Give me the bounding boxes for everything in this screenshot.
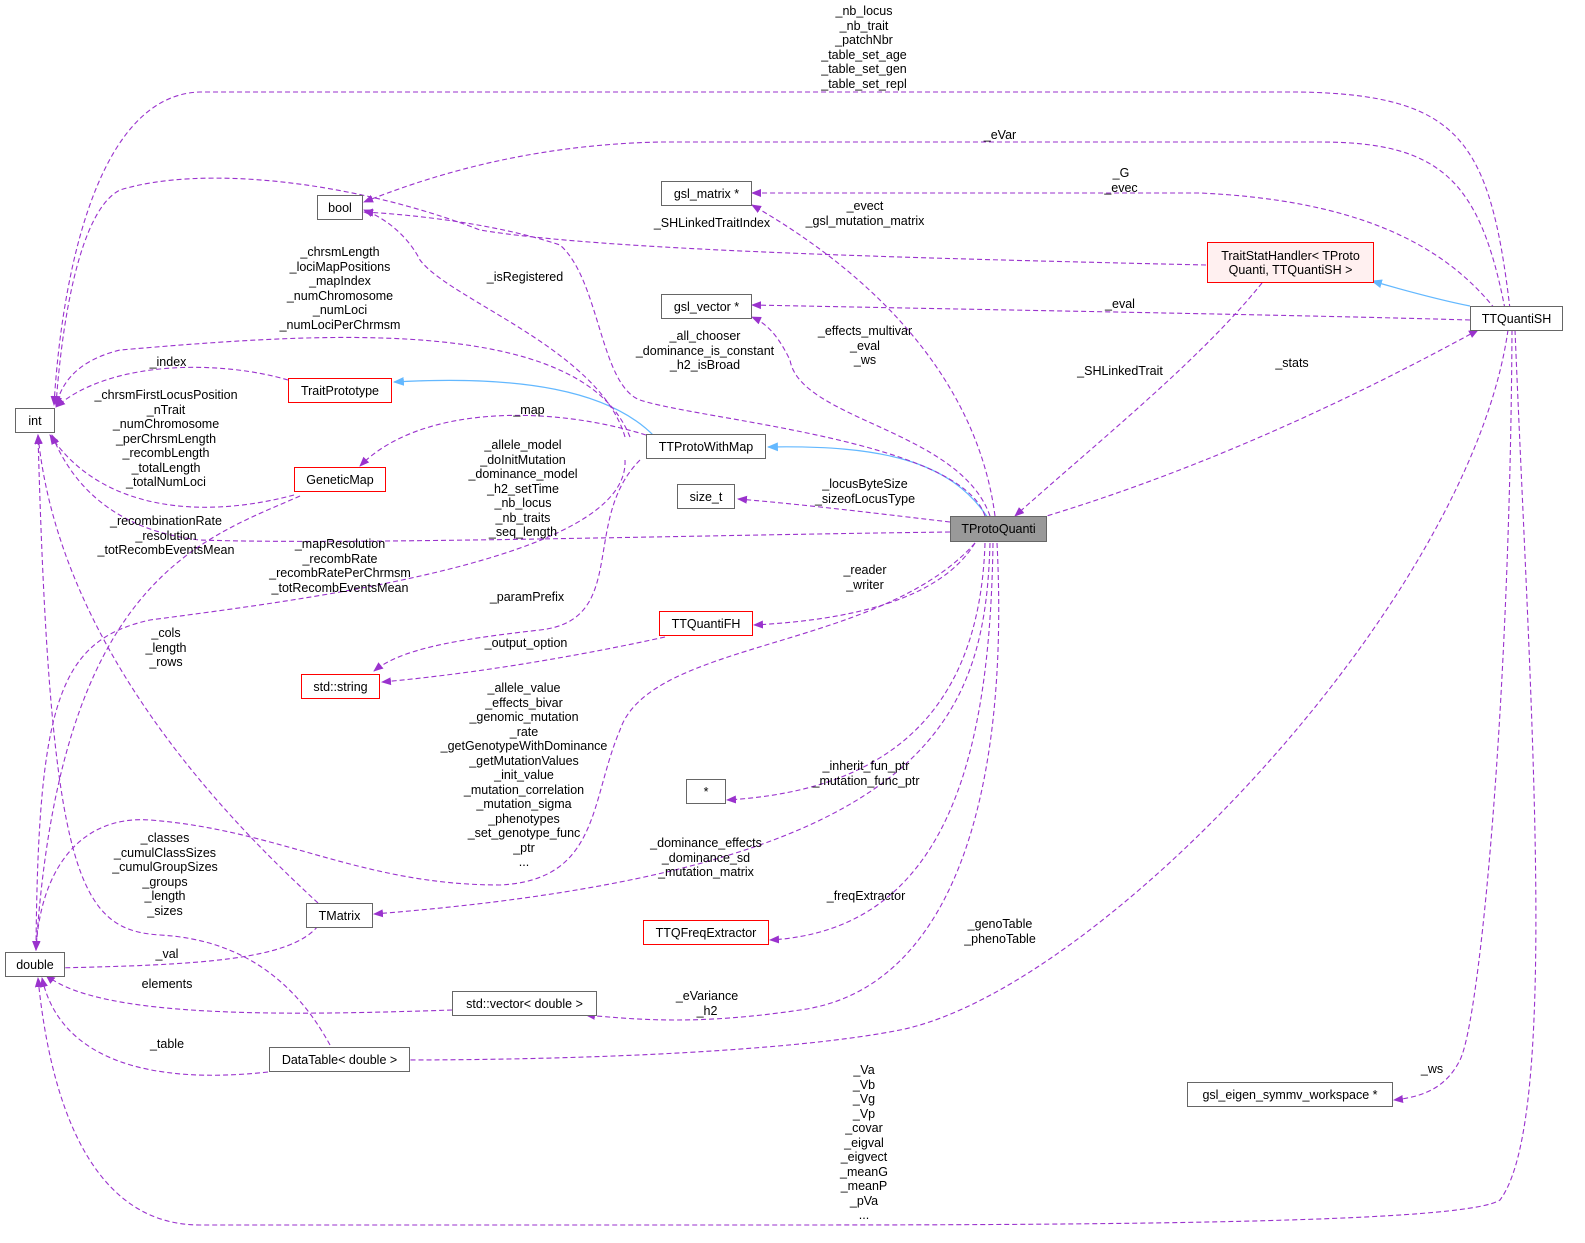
node-ttqfreqextractor: TTQFreqExtractor xyxy=(643,920,769,945)
edge-sh-to-double xyxy=(34,329,1537,1226)
label-map: _map xyxy=(513,403,545,417)
edge-quanti-to-tmatrix xyxy=(373,542,991,918)
label-std-vector: _eVariance _h2 xyxy=(675,989,739,1018)
node-star: * xyxy=(686,779,726,804)
label-map-to-double: _mapResolution _recombRate _recombRatePe… xyxy=(269,537,411,595)
node-size-t: size_t xyxy=(677,484,735,509)
label-elements: elements xyxy=(141,977,193,991)
label-output-option: _output_option xyxy=(484,636,568,650)
node-gsl-matrix: gsl_matrix * xyxy=(661,181,752,206)
node-tprotoquanti: TProtoQuanti xyxy=(950,516,1047,542)
label-ws: _ws xyxy=(1420,1062,1444,1076)
label-geneticmap-to-double: _recombinationRate _resolution _totRecom… xyxy=(97,514,235,557)
label-quanti-to-gsl-matrix: _evect _gsl_mutation_matrix xyxy=(805,199,925,228)
label-tmatrix-to-int: _cols _length _rows xyxy=(145,626,187,669)
label-sh-stats: _stats xyxy=(1275,356,1309,370)
edge-quanti-to-std-vector xyxy=(585,542,1000,1021)
node-geneticmap: GeneticMap xyxy=(294,467,386,492)
label-quanti-to-bool: _all_chooser _dominance_is_constant _h2_… xyxy=(635,329,775,372)
edge-ttquantish-to-traitstathandler xyxy=(1370,279,1471,307)
edge-map-to-bool xyxy=(363,209,626,438)
label-sh-to-int: _nb_locus _nb_trait _patchNbr _table_set… xyxy=(821,4,907,91)
edge-sh-to-gsl-eigen-ws xyxy=(1393,329,1513,1103)
node-bool: bool xyxy=(317,195,363,220)
edge-ttquantifh-to-string xyxy=(381,636,666,686)
edge-map-to-int xyxy=(54,336,631,438)
edge-geneticmap-to-double xyxy=(32,495,301,951)
node-ttquantish: TTQuantiSH xyxy=(1470,306,1563,331)
node-std-vector-double: std::vector< double > xyxy=(452,991,597,1016)
edge-quanti-to-gsl-vector xyxy=(751,316,991,517)
label-proto-linked-trait: _SHLinkedTrait xyxy=(1077,364,1163,378)
label-quanti-to-double: _allele_value _effects_bivar _genomic_mu… xyxy=(440,681,608,869)
label-sh-to-bool: _eVar xyxy=(983,128,1017,142)
edge-map-to-double xyxy=(32,459,626,951)
node-std-string: std::string xyxy=(301,674,380,699)
edge-quanti-to-freq-extractor xyxy=(769,542,994,944)
edge-quanti-to-double xyxy=(32,542,976,951)
label-tsh-to-int: _SHLinkedTraitIndex xyxy=(653,216,771,230)
node-tmatrix: TMatrix xyxy=(306,903,373,928)
edge-tmatrix-to-double xyxy=(53,925,319,972)
edge-sh-to-gsl-matrix xyxy=(751,189,1496,310)
label-quanti-to-int: _allele_model _doInitMutation _dominance… xyxy=(468,438,578,539)
edge-datatable-to-double xyxy=(40,977,269,1076)
edge-traitprototype-to-int xyxy=(55,366,289,408)
label-func-ptr: _inherit_fun_ptr _mutation_func_ptr xyxy=(812,759,920,788)
edge-sh-to-bool-evar xyxy=(363,141,1506,310)
label-val: _val xyxy=(155,947,179,961)
edge-ttprotowithmap-to-traitprototype xyxy=(392,377,656,438)
label-sh-to-gsl-matrix: _G _evec xyxy=(1104,166,1138,195)
node-datatable-double: DataTable< double > xyxy=(269,1047,410,1072)
edge-tmatrix-to-int xyxy=(34,434,319,904)
node-traitstathandler: TraitStatHandler< TProto Quanti, TTQuant… xyxy=(1207,242,1374,283)
edge-quanti-to-star xyxy=(726,542,986,804)
label-table: _table xyxy=(149,1037,185,1051)
label-is-registered: _isRegistered xyxy=(486,270,564,284)
label-reader-writer: _reader _writer xyxy=(843,563,887,592)
label-map-to-int: _chrsmLength _lociMapPositions _mapIndex… xyxy=(279,245,401,332)
label-size-t: _locusByteSize _sizeofLocusType xyxy=(814,477,916,506)
edge-quanti-to-int xyxy=(51,434,951,542)
label-param-prefix: _paramPrefix xyxy=(489,590,565,604)
node-int: int xyxy=(15,408,55,433)
label-geneticmap-to-int: _chrsmFirstLocusPosition _nTrait _numChr… xyxy=(94,388,238,489)
edge-tprotoquanti-to-ttprotowithmap xyxy=(766,442,989,519)
label-tmatrix: _dominance_effects _dominance_sd _mutati… xyxy=(650,836,762,879)
edge-map-to-geneticmap xyxy=(359,414,647,467)
edge-quanti-to-bool xyxy=(363,208,986,517)
node-traitprototype: TraitPrototype xyxy=(288,378,392,403)
edge-datatable-to-int xyxy=(34,434,331,1046)
label-freq-extractor: _freqExtractor xyxy=(826,889,906,903)
edge-geneticmap-to-int xyxy=(49,434,295,508)
edge-std-vector-to-double xyxy=(45,974,453,1014)
edge-proto-to-sh-stats xyxy=(1039,329,1479,519)
node-ttprotowithmap: TTProtoWithMap xyxy=(646,434,766,459)
edge-tsh-to-int xyxy=(52,177,1207,406)
edge-map-to-string xyxy=(373,459,641,672)
node-gsl-eigen-symmv-workspace: gsl_eigen_symmv_workspace * xyxy=(1187,1082,1393,1107)
label-quanti-to-gsl-vector: _effects_multivar _eval _ws xyxy=(817,324,913,367)
edge-proto-to-tsh xyxy=(1014,282,1263,517)
edge-sh-to-int-nb-locus xyxy=(50,91,1511,406)
node-gsl-vector: gsl_vector * xyxy=(661,294,752,319)
label-index: _index xyxy=(149,355,187,369)
node-ttquantifh: TTQuantiFH xyxy=(659,611,753,636)
edge-sh-to-gsl-vector xyxy=(751,301,1471,321)
label-datatable-to-int: _classes _cumulClassSizes _cumulGroupSiz… xyxy=(112,831,218,918)
label-sh-to-gsl-vector: _eval xyxy=(1105,297,1135,311)
label-sh-to-double: _Va _Vb _Vg _Vp _covar _eigval _eigvect … xyxy=(840,1063,888,1222)
edge-quanti-to-size-t xyxy=(737,495,951,523)
node-double: double xyxy=(5,952,65,977)
label-datatable: _genoTable _phenoTable xyxy=(964,917,1036,946)
